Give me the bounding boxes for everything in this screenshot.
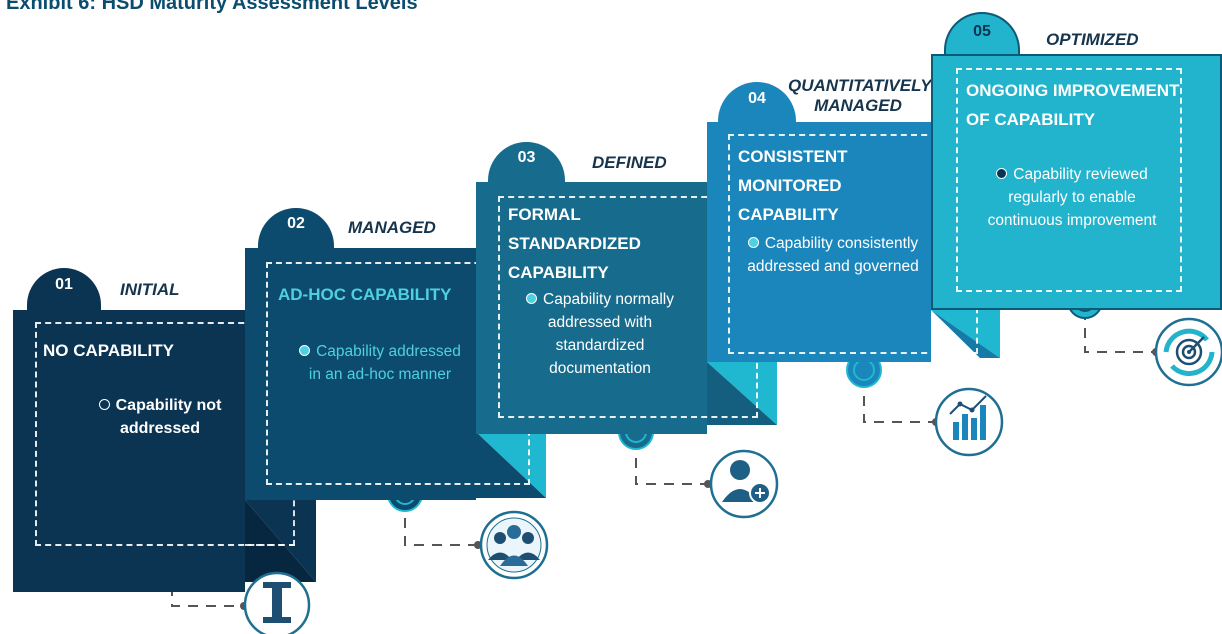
target-cycle-icon [1154,317,1222,387]
level-3-name: DEFINED [592,153,667,172]
level-2-card [245,248,476,500]
bullet-icon [299,345,311,356]
level-5-number: 05 [973,23,991,40]
add-user-icon [709,449,779,519]
level-1-dashed-frame [35,322,295,546]
level-5-card [931,54,1222,310]
bullet-icon [996,168,1008,179]
level-4-number: 04 [748,90,766,107]
level-2-description: Capability addressed in an ad-hoc manner [270,340,490,386]
level-1-name: INITIAL [120,280,180,299]
connector-4 [863,378,936,423]
level-2-name: MANAGED [348,218,436,237]
fold-flap-1-shade [245,500,316,582]
level-3-number: 03 [517,149,536,166]
level-3-description: Capability normally addressed with stand… [500,288,700,380]
bullet-icon [747,237,759,248]
level-4-description: Capability consistently addressed and go… [747,235,919,275]
level-4-heading: CONSISTENT MONITORED CAPABILITY [738,147,848,224]
level-5-dashed-frame [956,68,1182,292]
fold-flap-3-shade [707,362,777,425]
level-2-number: 02 [287,215,305,232]
level-3-card [476,182,707,434]
connector-2 [404,500,478,546]
level-1-heading: NO CAPABILITY [43,341,174,360]
connector-1 [171,568,244,607]
level-3-heading: FORMAL STANDARDIZED CAPABILITY [508,205,641,282]
level-4-card [707,122,931,362]
level-5-name: OPTIMIZED [1046,30,1139,49]
connector-5 [1084,310,1156,353]
connector-3 [635,440,708,485]
level-1-number: 01 [55,276,73,293]
level-1-description: Capability not addressed [40,394,280,440]
level-4-name: QUANTITATIVELY MANAGED [788,76,932,115]
level-5-description: Capability reviewed regularly to enable … [987,166,1157,229]
bullet-icon [526,293,538,304]
bullet-icon [98,399,110,410]
level-2-heading: AD-HOC CAPABILITY [278,285,452,304]
level-5-heading: ONGOING IMPROVEMENT OF CAPABILITY [966,81,1180,129]
growth-chart-icon [934,387,1004,457]
exhibit-title: Exhibit 6: HSD Maturity Assessment Level… [6,0,418,14]
fold-flap-4-shade [931,310,1000,358]
information-icon [243,571,311,634]
team-icon [479,510,549,580]
